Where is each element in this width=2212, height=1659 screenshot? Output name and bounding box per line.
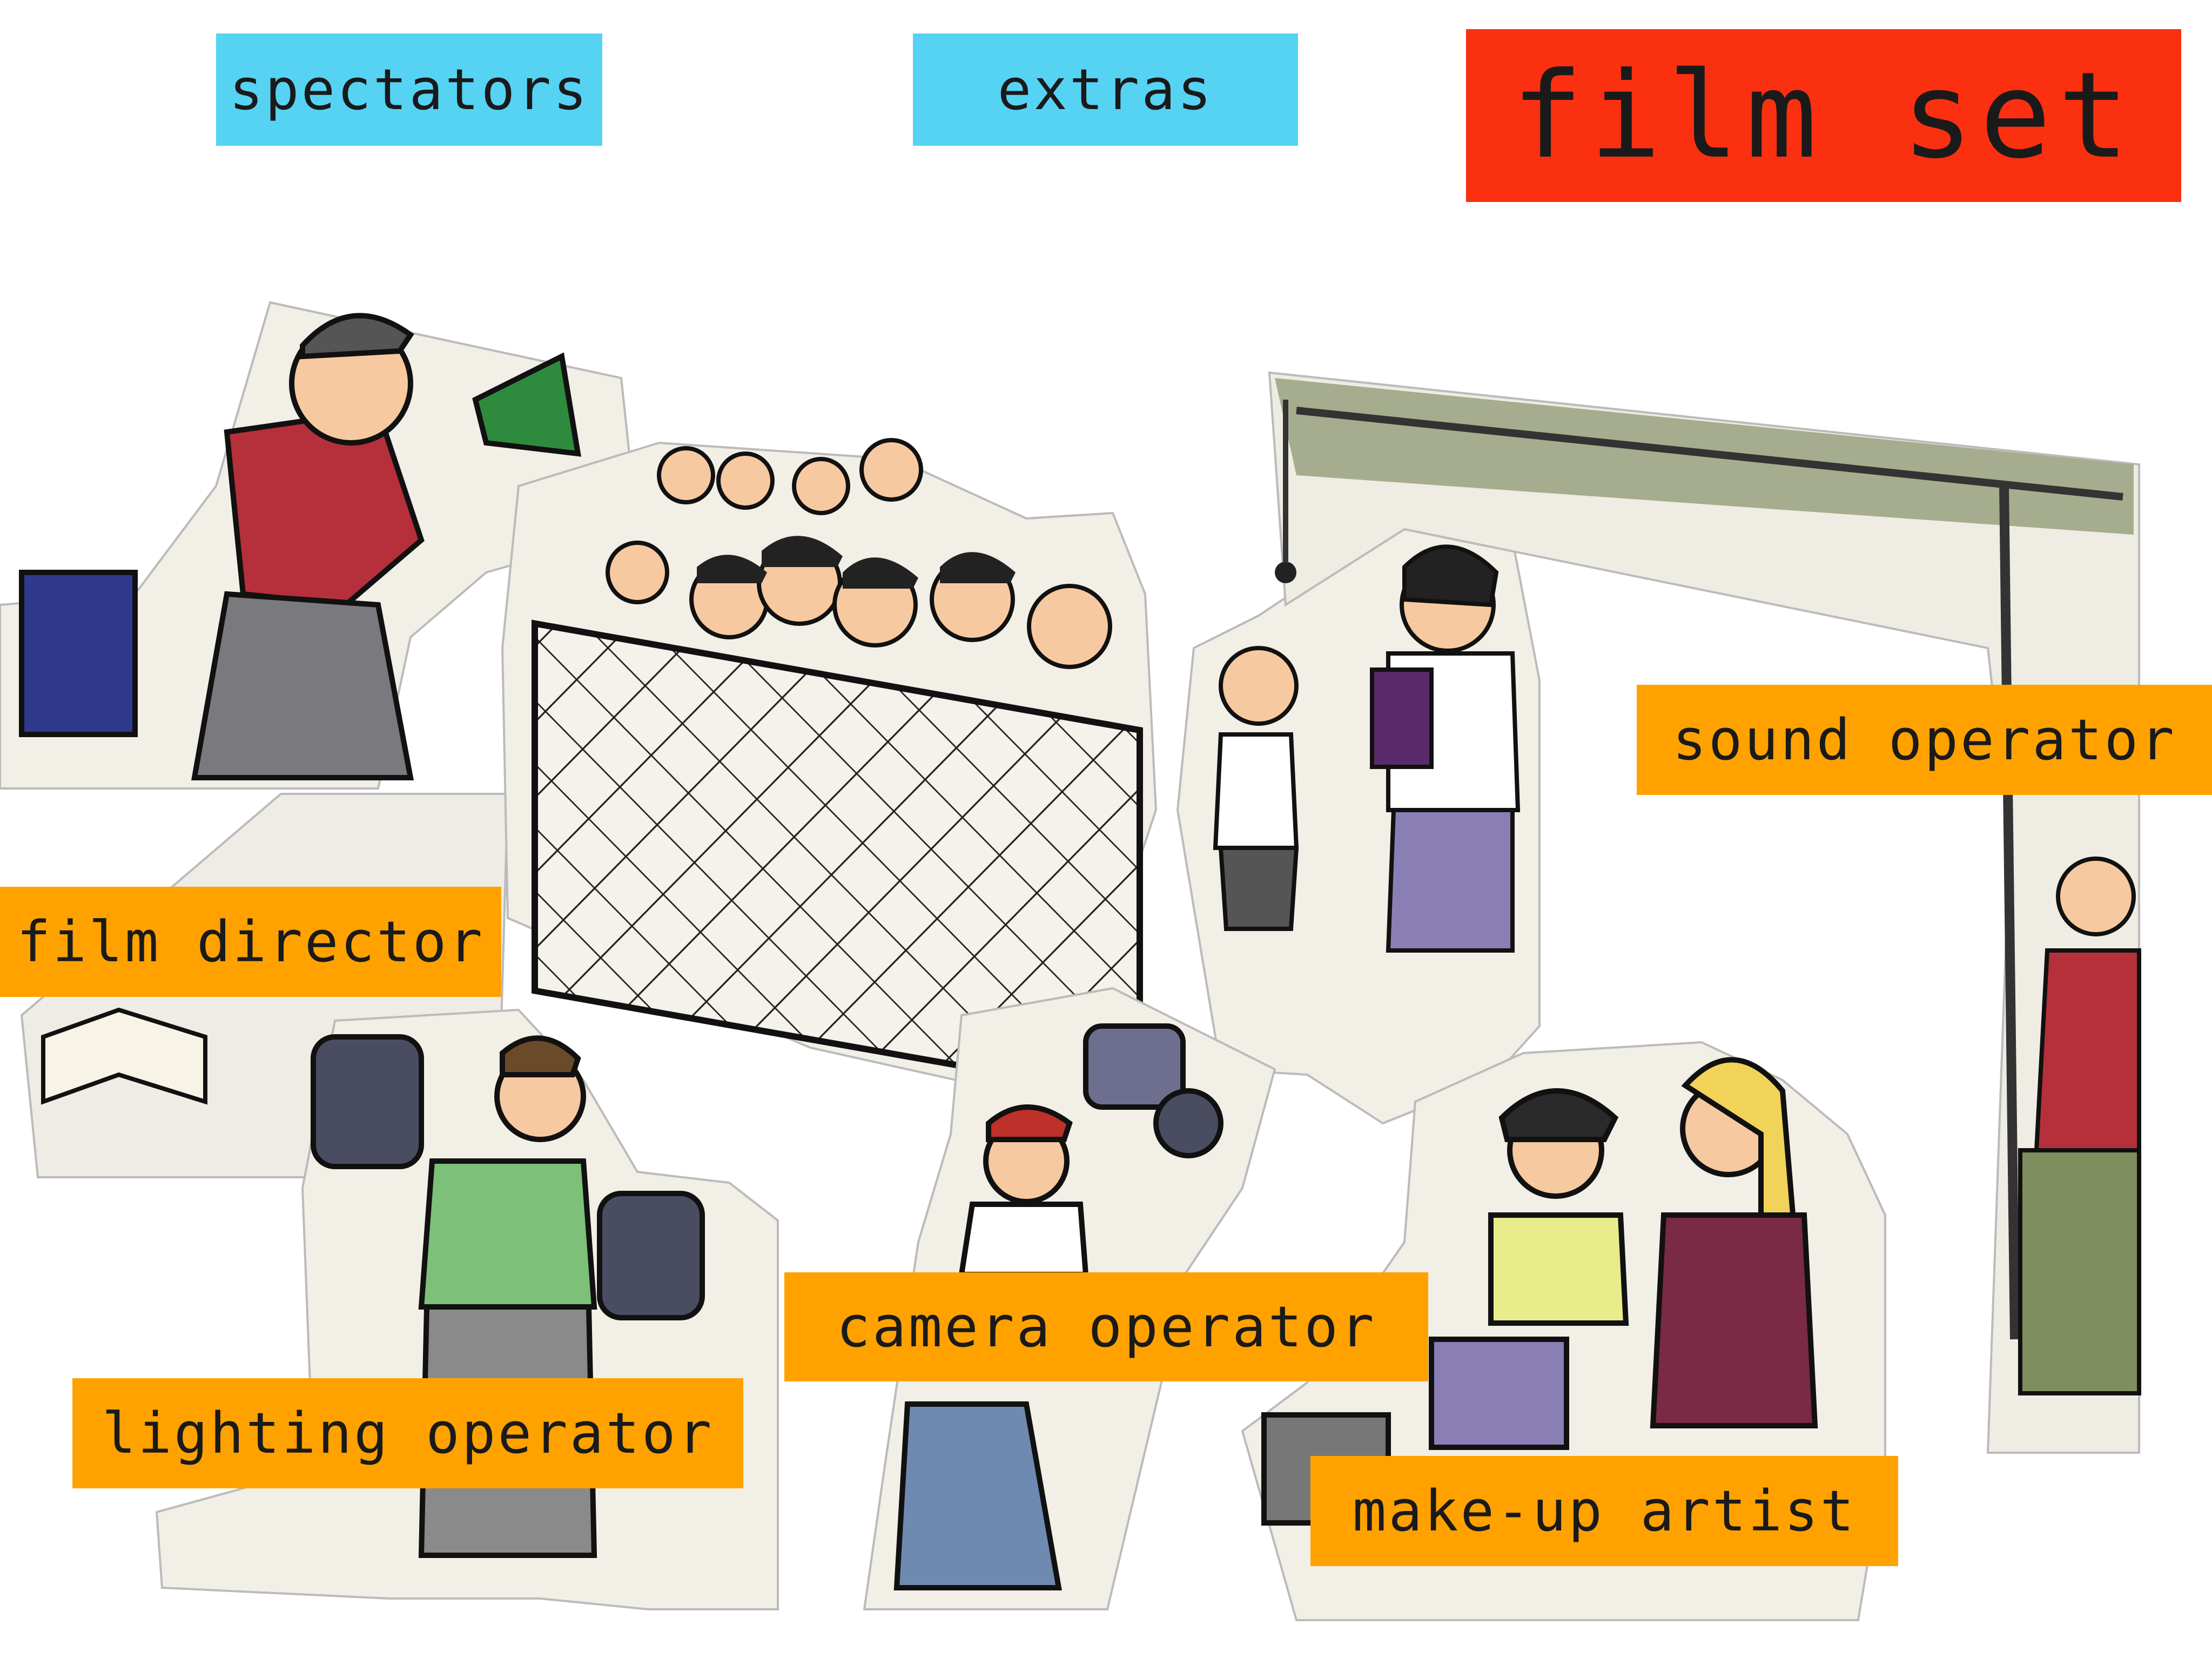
- film-director-tag: film director: [0, 887, 501, 997]
- page-title: film set: [1466, 29, 2181, 202]
- sound-operator-tag: sound operator: [1637, 685, 2212, 795]
- extras-tag: extras: [913, 33, 1298, 146]
- camera-operator-tag: camera operator: [784, 1272, 1428, 1381]
- extras-cutout: [1176, 484, 1541, 1125]
- spectators-cutout: [501, 438, 1158, 1102]
- makeup-artist-tag: make-up artist: [1310, 1456, 1898, 1566]
- lighting-operator-tag: lighting operator: [72, 1378, 743, 1488]
- spectators-tag: spectators: [216, 33, 602, 146]
